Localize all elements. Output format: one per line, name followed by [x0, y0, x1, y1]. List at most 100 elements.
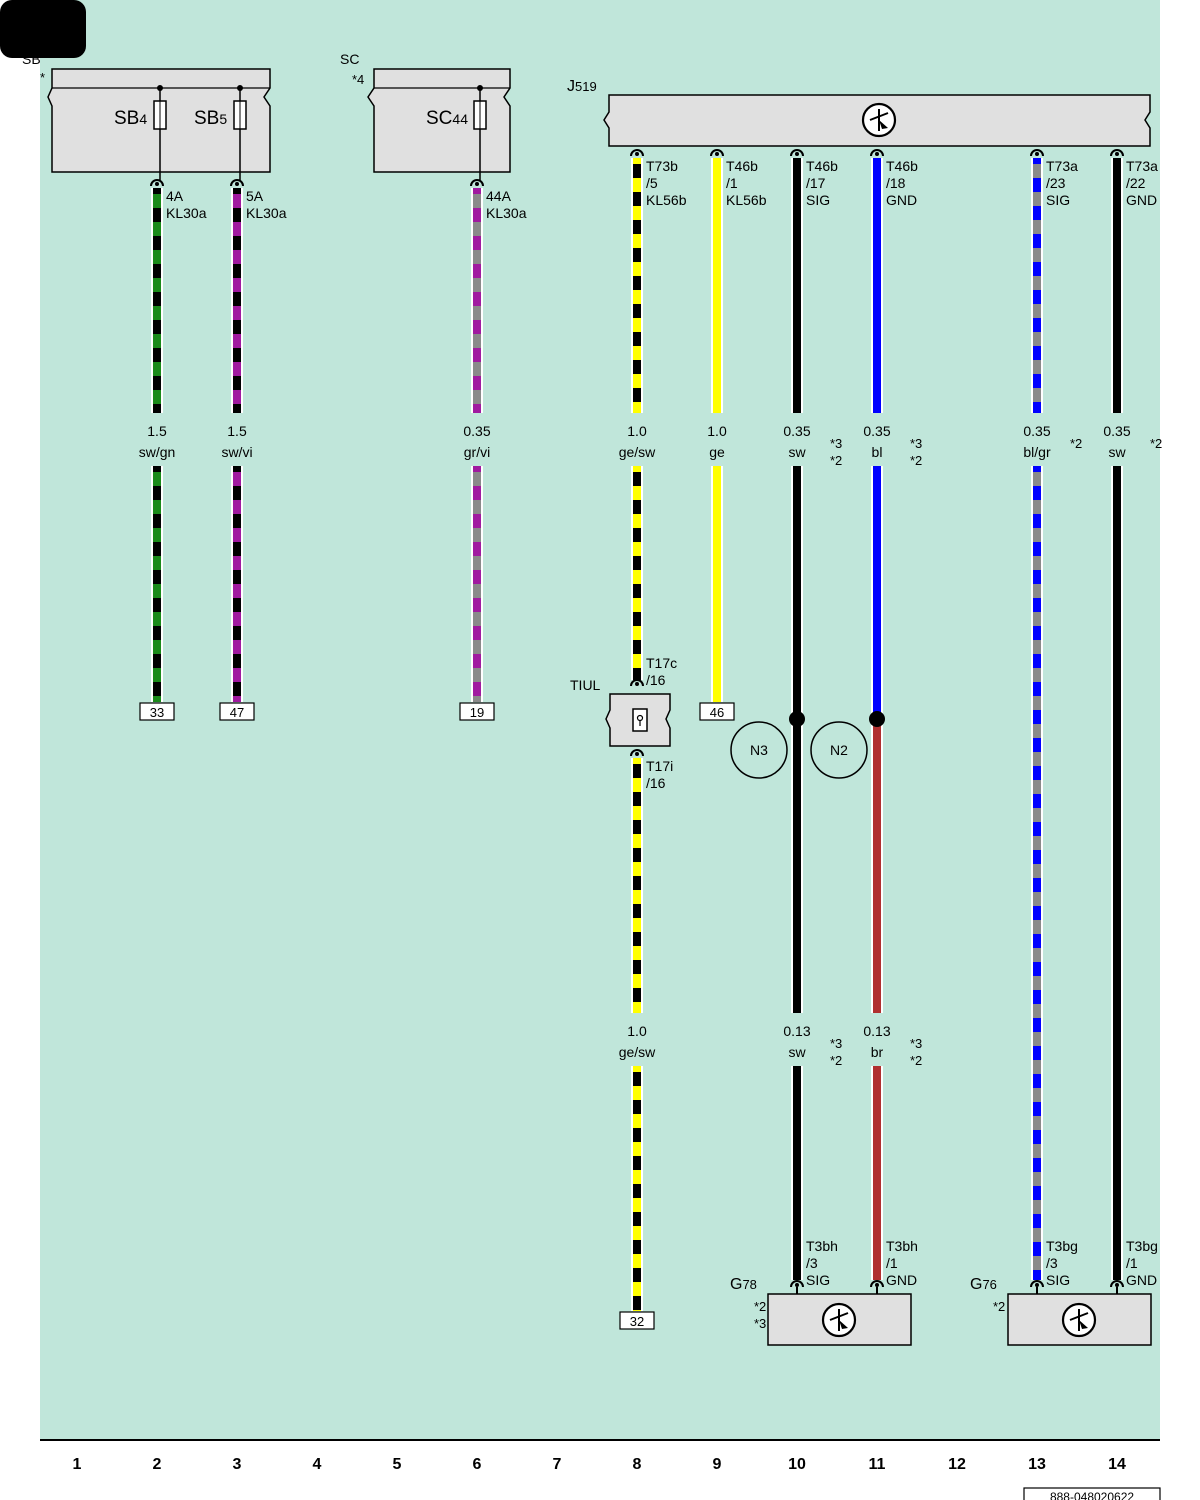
wire-w3-top-pin: [230, 179, 244, 187]
wire-w8-lower-segment: [631, 758, 643, 1013]
wire-w10-top-pin-label-1: T46b: [806, 158, 838, 174]
wire-w8-mid-pin-top-label-1: T17c: [646, 655, 677, 671]
wire-w10-code: sw: [788, 444, 806, 460]
wire-w2-size: 1.5: [147, 423, 167, 439]
wire-w8: T73b/5KL56b1.0ge/swT17c/16T17i/161.0ge/s…: [619, 149, 687, 1330]
wire-w13-top-pin-label-1: T73a: [1046, 158, 1078, 174]
wire-w14-bottom-pin-label-1: T3bg: [1126, 1238, 1158, 1254]
wire-w10-lower-size: 0.13: [783, 1023, 810, 1039]
wire-w11-bottom-pin-label-3: GND: [886, 1272, 917, 1288]
wire-w11-splice-segment: [871, 719, 883, 1013]
node-n2-label: N2: [830, 742, 848, 758]
wire-w8-top-pin: [630, 149, 644, 157]
wire-w11-lower-code: br: [871, 1044, 884, 1060]
wire-w11-top-pin: [870, 149, 884, 157]
wire-w6-upper-segment: [471, 188, 483, 413]
wire-w3-ref-box-label: 47: [230, 705, 244, 720]
wire-w10-bottom-pin: [790, 1280, 804, 1288]
wire-w3-lower-segment: [231, 466, 243, 702]
fuse-box-sb-label: SB: [22, 51, 41, 67]
wire-w11-note-2: *2: [910, 453, 922, 468]
wire-w11-bottom-pin-label-2: /1: [886, 1255, 898, 1271]
wire-w11-bottom-pin-label-1: T3bh: [886, 1238, 918, 1254]
column-number-10: 10: [788, 1456, 806, 1473]
wire-w13-top-pin: [1030, 149, 1044, 157]
wire-w9-top-pin-label-1: T46b: [726, 158, 758, 174]
column-number-7: 7: [553, 1456, 562, 1473]
sensor-g76-note-1: *2: [993, 1299, 1005, 1314]
wire-w14-bottom-pin-label-2: /1: [1126, 1255, 1138, 1271]
wire-w10-bottom-pin-label-1: T3bh: [806, 1238, 838, 1254]
wire-w10-lower-note-1: *3: [830, 1036, 842, 1051]
control-unit-j519: J519: [567, 78, 1151, 147]
node-n2: N2: [810, 721, 868, 779]
wire-w8-top-pin-label-1: T73b: [646, 158, 678, 174]
wire-w13-bottom-pin: [1030, 1280, 1044, 1288]
wire-w14-top-pin-label-3: GND: [1126, 192, 1157, 208]
fuse-box-sb-note: *: [40, 70, 45, 85]
wire-w10-bottom-pin-label-3: SIG: [806, 1272, 830, 1288]
wire-w6-ref-box: 19: [459, 702, 495, 721]
wires: 4AKL30a1.5sw/gn335AKL30a1.5sw/vi4744AKL3…: [139, 149, 1162, 1330]
connector-tiul: TIUL: [570, 677, 671, 747]
column-number-14: 14: [1108, 1456, 1126, 1473]
wire-w14-note-1: *2: [1150, 436, 1162, 451]
sensor-g76: G76 *2: [970, 1276, 1152, 1346]
node-n3-label: N3: [750, 742, 768, 758]
wire-w10-top-pin-label-3: SIG: [806, 192, 830, 208]
wire-w2-code: sw/gn: [139, 444, 176, 460]
wire-w13-top-pin-label-3: SIG: [1046, 192, 1070, 208]
wire-w6-top-pin-label-1: 44A: [486, 188, 512, 204]
control-unit-icon: [821, 1302, 857, 1338]
wire-w11-splice-node: [869, 711, 885, 727]
column-number-1: 1: [73, 1456, 82, 1473]
wire-w8-ref-box-label: 32: [630, 1314, 644, 1329]
wire-w2-top-pin-label-1: 4A: [166, 188, 184, 204]
wire-w11-bottom-pin: [870, 1280, 884, 1288]
wire-w10-size: 0.35: [783, 423, 810, 439]
wire-w11-lower-note-1: *3: [910, 1036, 922, 1051]
wire-w10-note-1: *3: [830, 436, 842, 451]
wire-w9-upper-segment: [711, 158, 723, 413]
wire-w8-bottom-segment: [631, 1066, 643, 1311]
wire-w8-top-pin-label-2: /5: [646, 175, 658, 191]
wire-w11-top-pin-label-2: /18: [886, 175, 906, 191]
wire-w14-top-pin: [1110, 149, 1124, 157]
wire-w9-size: 1.0: [707, 423, 727, 439]
sensor-g76-label: G76: [970, 1276, 997, 1293]
fuse-sb4-icon: [153, 85, 167, 180]
wire-w14-bottom-pin-label-3: GND: [1126, 1272, 1157, 1288]
wire-w10-bottom-pin-label-2: /3: [806, 1255, 818, 1271]
column-number-11: 11: [869, 1456, 886, 1473]
column-number-5: 5: [393, 1456, 402, 1473]
wire-w9-lower-segment: [711, 466, 723, 702]
wire-w10-lower-code: sw: [788, 1044, 806, 1060]
wire-w10-splice-segment: [791, 719, 803, 1013]
wire-w3-top-pin-label-2: KL30a: [246, 205, 287, 221]
wire-w14-upper-segment: [1111, 158, 1123, 413]
wire-w8-mid-pin-bottom: [630, 749, 644, 757]
sensor-g78-note-1: *2: [754, 1299, 766, 1314]
wire-w14-code: sw: [1108, 444, 1126, 460]
wire-w10-middle-segment: [791, 466, 803, 719]
wire-w10-lower-note-2: *2: [830, 1053, 842, 1068]
wire-w14-top-pin-label-1: T73a: [1126, 158, 1158, 174]
fuse-box-sc: SC *4 SC44: [340, 51, 511, 180]
column-number-12: 12: [948, 1456, 966, 1473]
wire-w11-lower-note-2: *2: [910, 1053, 922, 1068]
wire-w3-size: 1.5: [227, 423, 247, 439]
sensor-g78: G78 *2 *3: [730, 1276, 912, 1346]
node-n3: N3: [730, 721, 788, 779]
drawing-number: 888-048020622: [1023, 1487, 1161, 1500]
fuse-box-sc-note: *4: [352, 72, 364, 87]
wire-w6-code: gr/vi: [464, 444, 490, 460]
fuse-sb5-label: SB5: [194, 108, 227, 129]
page-tab: [0, 0, 86, 58]
column-number-2: 2: [153, 1456, 162, 1473]
